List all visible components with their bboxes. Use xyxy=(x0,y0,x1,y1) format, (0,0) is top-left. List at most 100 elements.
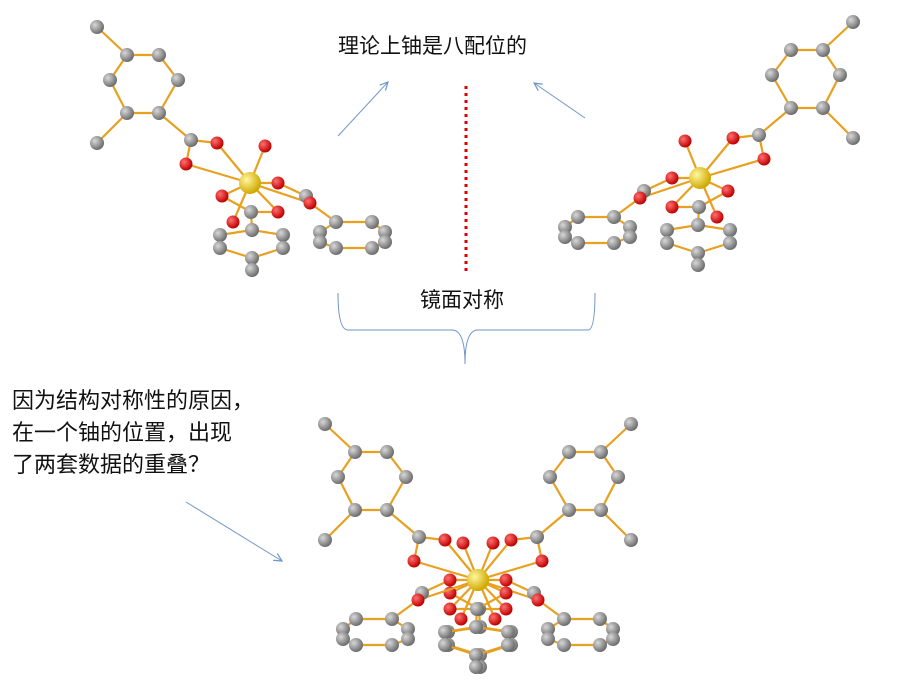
oxygen-atom xyxy=(407,554,421,568)
carbon-atom xyxy=(562,503,576,517)
carbon-atom xyxy=(691,218,705,232)
carbon-atom xyxy=(245,223,259,237)
carbon-atom xyxy=(184,133,198,147)
carbon-atom xyxy=(365,215,379,229)
carbon-atom xyxy=(660,223,674,237)
carbon-atom xyxy=(691,246,705,260)
oxygen-atom xyxy=(210,136,224,150)
carbon-atom xyxy=(318,533,332,547)
carbon-atom xyxy=(624,417,638,431)
carbon-atom xyxy=(594,445,608,459)
bond xyxy=(600,509,632,541)
carbon-atom xyxy=(660,236,674,250)
carbon-atom xyxy=(723,236,737,250)
note-line: 在一个铀的位置，出现 xyxy=(12,421,233,446)
carbon-atom xyxy=(558,220,572,234)
carbon-atom xyxy=(607,236,621,250)
note-line: 了两套数据的重叠？ xyxy=(12,453,211,478)
carbon-atom xyxy=(723,223,737,237)
oxygen-atom xyxy=(454,612,468,626)
carbon-atom xyxy=(365,241,379,255)
oxygen-atom xyxy=(226,215,240,229)
carbon-atom xyxy=(623,230,637,244)
carbon-atom xyxy=(606,622,620,636)
carbon-atom xyxy=(213,228,227,242)
note-line: 因为结构对称性的原因， xyxy=(12,389,255,414)
carbon-atom xyxy=(438,638,452,652)
oxygen-atom xyxy=(258,139,272,153)
carbon-atom xyxy=(401,622,415,636)
carbon-atom xyxy=(692,200,706,214)
carbon-atom xyxy=(313,225,327,239)
carbon-atom xyxy=(120,48,134,62)
oxygen-atom xyxy=(271,176,285,190)
carbon-atom xyxy=(380,445,394,459)
carbon-atom xyxy=(349,638,363,652)
carbon-atom xyxy=(691,258,705,272)
carbon-atom xyxy=(593,638,607,652)
arrow-to-overlap xyxy=(185,501,282,561)
molecule-left xyxy=(90,20,392,277)
carbon-atom xyxy=(765,68,779,82)
oxygen-atom xyxy=(757,152,771,166)
carbon-atom xyxy=(331,470,345,484)
carbon-atom xyxy=(816,43,830,57)
carbon-atom xyxy=(171,73,185,87)
carbon-atom xyxy=(557,638,571,652)
carbon-atom xyxy=(152,106,166,120)
carbon-atom xyxy=(607,210,621,224)
carbon-atom xyxy=(541,632,555,646)
bond xyxy=(185,162,251,185)
oxygen-atom xyxy=(710,210,724,224)
arrow-right-up xyxy=(534,83,586,119)
carbon-atom xyxy=(348,503,362,517)
carbon-atom xyxy=(276,241,290,255)
carbon-atom xyxy=(348,445,362,459)
carbon-atom xyxy=(562,445,576,459)
carbon-atom xyxy=(380,503,394,517)
molecule-overlapped xyxy=(318,417,638,674)
carbon-atom xyxy=(784,101,798,115)
carbon-atom xyxy=(378,225,392,239)
carbon-atom xyxy=(571,210,585,224)
top-caption: 理论上铀是八配位的 xyxy=(338,34,527,58)
oxygen-atom xyxy=(271,205,285,219)
carbon-atom xyxy=(329,241,343,255)
carbon-atom xyxy=(336,632,350,646)
carbon-atom xyxy=(336,622,350,636)
carbon-atom xyxy=(469,660,483,674)
carbon-atom xyxy=(378,235,392,249)
carbon-atom xyxy=(276,228,290,242)
carbon-atom xyxy=(624,533,638,547)
oxygen-atom xyxy=(411,593,425,607)
oxygen-atom xyxy=(499,602,513,616)
carbon-atom xyxy=(385,612,399,626)
oxygen-atom xyxy=(678,134,692,148)
carbon-atom xyxy=(329,215,343,229)
carbon-atom xyxy=(470,602,484,616)
carbon-atom xyxy=(399,470,413,484)
carbon-atom xyxy=(606,632,620,646)
bond xyxy=(96,112,128,144)
carbon-atom xyxy=(557,612,571,626)
carbon-atom xyxy=(412,530,426,544)
carbon-atom xyxy=(349,612,363,626)
molecule-right-mirrored xyxy=(558,15,860,272)
oxygen-atom xyxy=(633,191,647,205)
oxygen-atom xyxy=(443,602,457,616)
carbon-atom xyxy=(469,620,483,634)
oxygen-atom xyxy=(665,171,679,185)
carbon-atom xyxy=(530,530,544,544)
carbon-atom xyxy=(152,48,166,62)
carbon-atom xyxy=(833,68,847,82)
carbon-atom xyxy=(593,612,607,626)
carbon-atom xyxy=(571,236,585,250)
arrow-left-up xyxy=(337,82,388,137)
carbon-atom xyxy=(385,638,399,652)
oxygen-atom xyxy=(179,157,193,171)
question-note: 因为结构对称性的原因， 在一个铀的位置，出现 了两套数据的重叠？ xyxy=(12,386,254,482)
oxygen-atom xyxy=(726,131,740,145)
oxygen-atom xyxy=(499,586,513,600)
carbon-atom xyxy=(318,417,332,431)
bond xyxy=(413,559,479,582)
